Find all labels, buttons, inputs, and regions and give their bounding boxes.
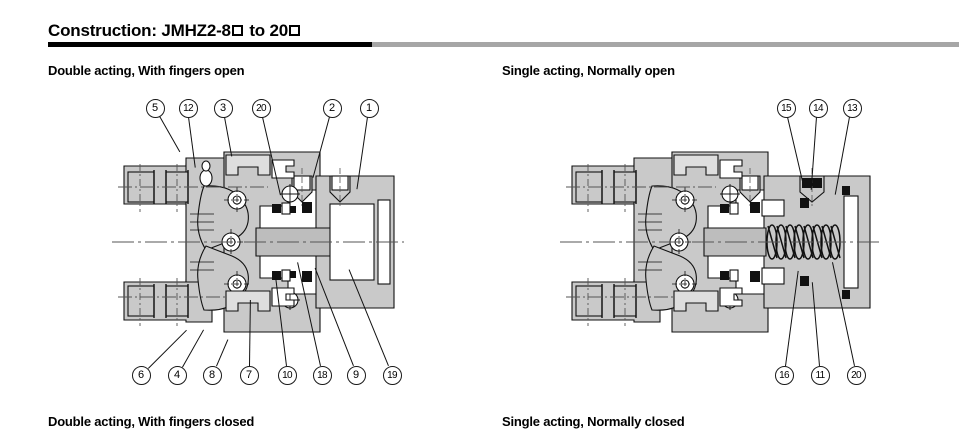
callout-11: 11 [810, 365, 830, 385]
title-box-symbol-1 [231, 25, 243, 36]
section-heading-double-acting-closed: Double acting, With fingers closed [48, 414, 255, 429]
callout-3: 3 [213, 98, 233, 118]
title-middle: to 20 [244, 21, 289, 40]
callout-9: 9 [346, 365, 366, 385]
section-heading-single-acting-closed: Single acting, Normally closed [502, 414, 685, 429]
callout-5: 5 [145, 98, 165, 118]
callout-12: 12 [178, 98, 198, 118]
callout-2: 2 [322, 98, 342, 118]
callout-13: 13 [842, 98, 862, 118]
page-title: Construction: JMHZ2-8 to 20 [48, 21, 302, 41]
callout-6: 6 [131, 365, 151, 385]
callout-20: 20 [846, 365, 866, 385]
section-heading-single-acting-open: Single acting, Normally open [502, 63, 675, 78]
callout-15: 15 [776, 98, 796, 118]
callout-14: 14 [808, 98, 828, 118]
page-title-text: Construction: JMHZ2-8 to 20 [48, 21, 302, 41]
callout-18: 18 [312, 365, 332, 385]
callout-20: 20 [251, 98, 271, 118]
callout-16: 16 [774, 365, 794, 385]
section-heading-double-acting-open: Double acting, With fingers open [48, 63, 245, 78]
title-underline [48, 42, 959, 47]
callout-4: 4 [167, 365, 187, 385]
title-underline-black [48, 42, 372, 47]
title-prefix: Construction: JMHZ2-8 [48, 21, 231, 40]
callout-8: 8 [202, 365, 222, 385]
title-underline-gray [372, 42, 959, 47]
callout-1: 1 [359, 98, 379, 118]
callout-10: 10 [277, 365, 297, 385]
callout-19: 19 [382, 365, 402, 385]
callout-7: 7 [239, 365, 259, 385]
title-box-symbol-2 [289, 25, 301, 36]
